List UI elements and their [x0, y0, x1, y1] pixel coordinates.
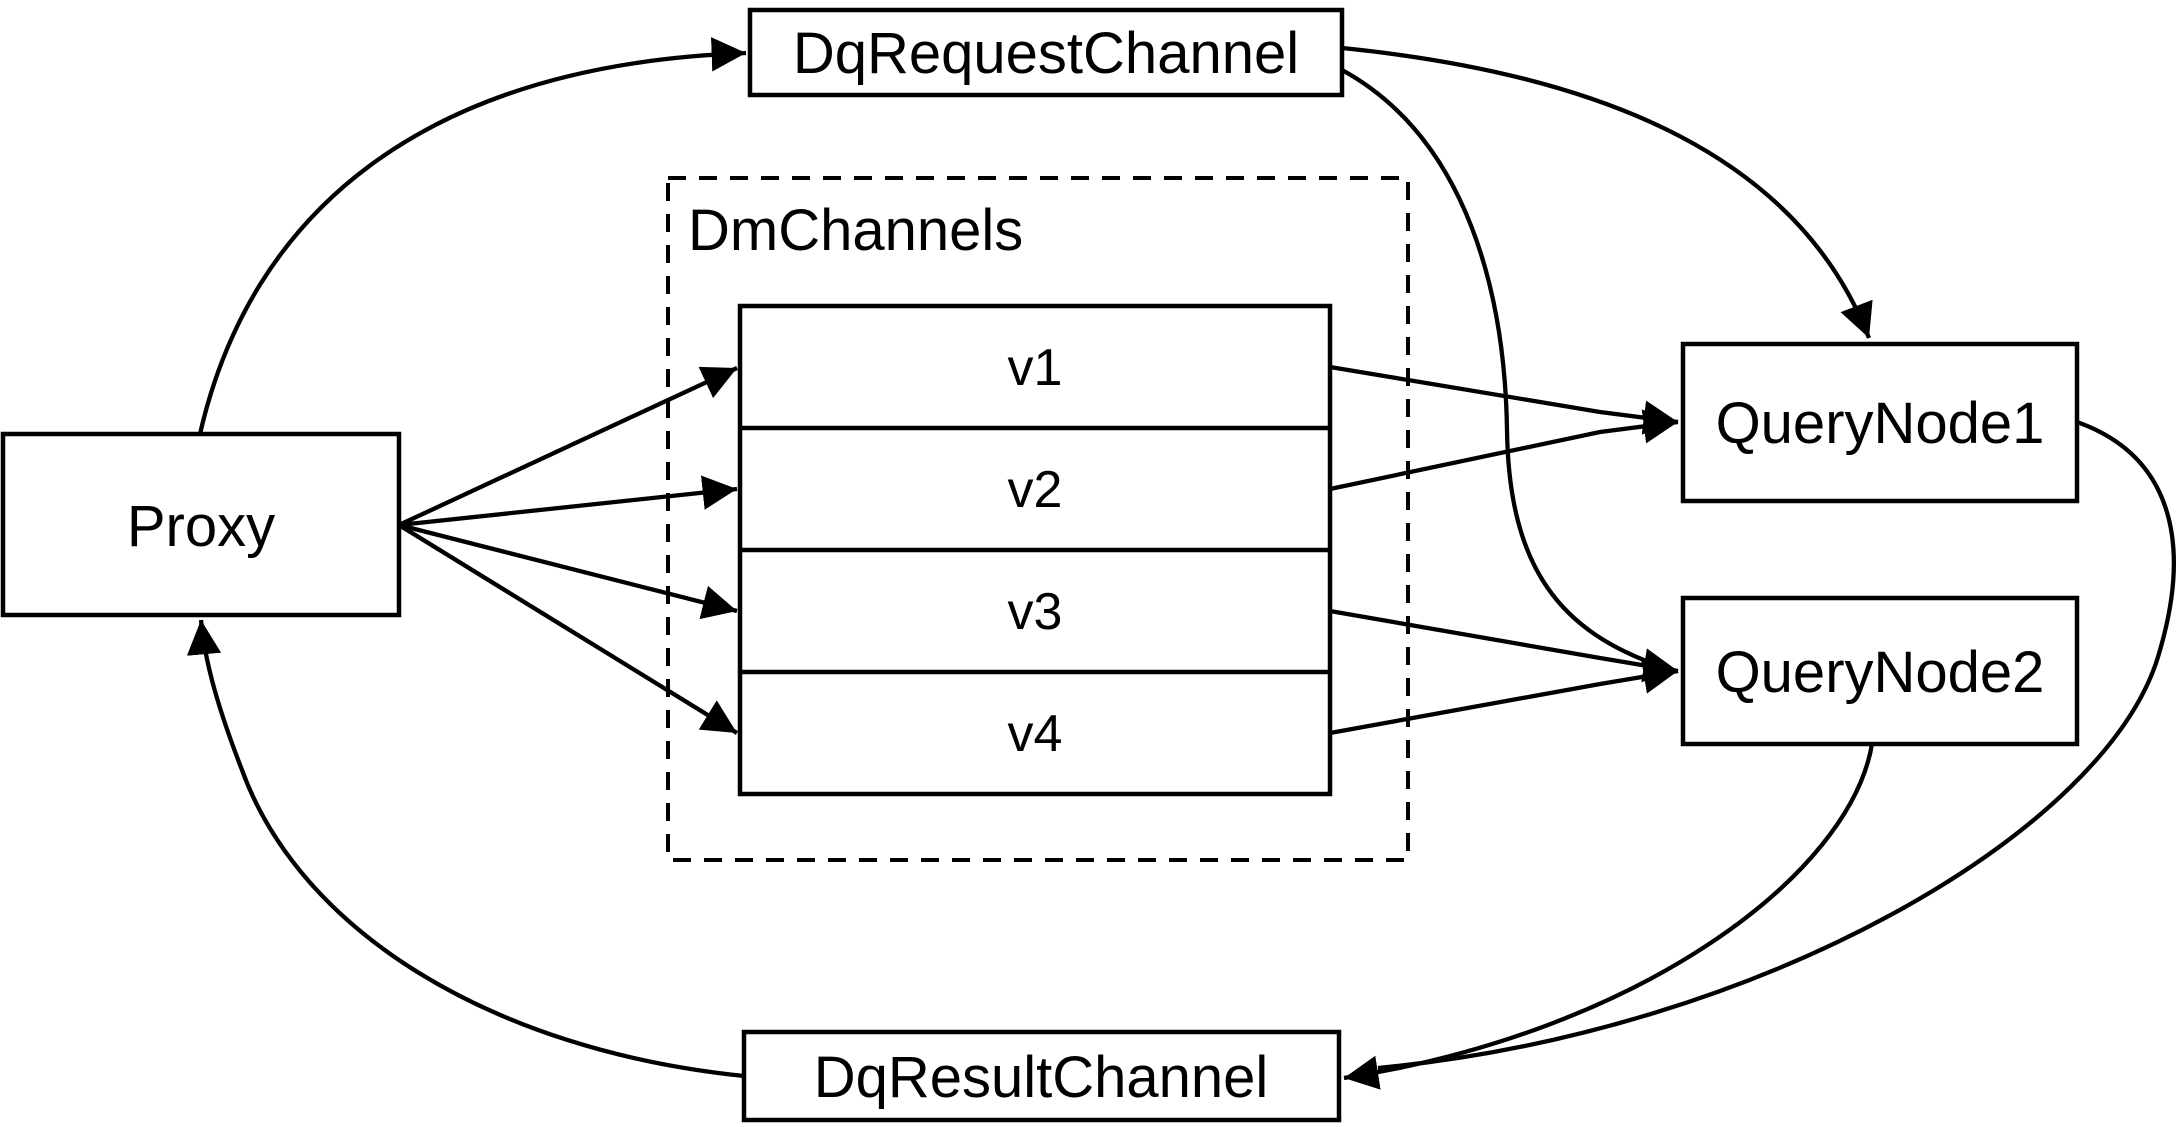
query-node-2-box [1680, 595, 2080, 747]
node-query-node-2: QueryNode2 [1680, 595, 2080, 747]
nodes: DqRequestChannel DmChannels v1 v2 v3 v4 [0, 7, 2080, 1123]
channel-v1-label: v1 [1008, 339, 1063, 397]
channel-v4-label: v4 [1008, 705, 1063, 763]
query-node-1-label: QueryNode1 [1716, 391, 2045, 456]
dq-request-channel-label: DqRequestChannel [793, 21, 1299, 86]
node-dq-request-channel: DqRequestChannel [747, 7, 1345, 98]
edge-proxy-to-dqrequestchannel [197, 37, 747, 435]
node-proxy: Proxy [0, 431, 402, 618]
proxy-label: Proxy [127, 494, 275, 559]
edge-dqrequestchannel-to-querynode2 [1340, 68, 1661, 669]
edge-querynode1-to-dqresultchannel [1377, 419, 2176, 1071]
edge-dqrequestchannel-to-querynode1 [1341, 45, 1873, 339]
query-node-2-label: QueryNode2 [1716, 640, 2045, 705]
dm-channels-label: DmChannels [688, 198, 1023, 263]
channel-v3-label: v3 [1008, 583, 1063, 641]
edges [186, 37, 2176, 1090]
edge-proxy-to-v3 [398, 522, 738, 620]
edge-querynode2-to-dqresultchannel [1343, 743, 1875, 1090]
edge-proxy-to-v2 [398, 475, 738, 528]
edge-v2-to-querynode1 [1329, 409, 1679, 492]
edge-proxy-to-v4 [397, 523, 739, 735]
query-node-1-box [1680, 341, 2080, 504]
proxy-box [0, 431, 402, 618]
dq-request-channel-box [747, 7, 1345, 98]
channel-table: v1 v2 v3 v4 [737, 303, 1333, 797]
node-dq-result-channel: DqResultChannel [741, 1029, 1342, 1123]
edge-proxy-to-v1 [398, 366, 738, 527]
channel-v2-label: v2 [1008, 461, 1063, 519]
node-query-node-1: QueryNode1 [1680, 341, 2080, 504]
edge-dqresultchannel-to-proxy [186, 619, 745, 1079]
group-dm-channels: DmChannels v1 v2 v3 v4 [666, 176, 1410, 862]
edge-v4-to-querynode2 [1329, 659, 1679, 736]
dq-result-channel-label: DqResultChannel [814, 1045, 1269, 1110]
edge-v3-to-querynode2 [1329, 608, 1679, 683]
dq-result-channel-box [741, 1029, 1342, 1123]
